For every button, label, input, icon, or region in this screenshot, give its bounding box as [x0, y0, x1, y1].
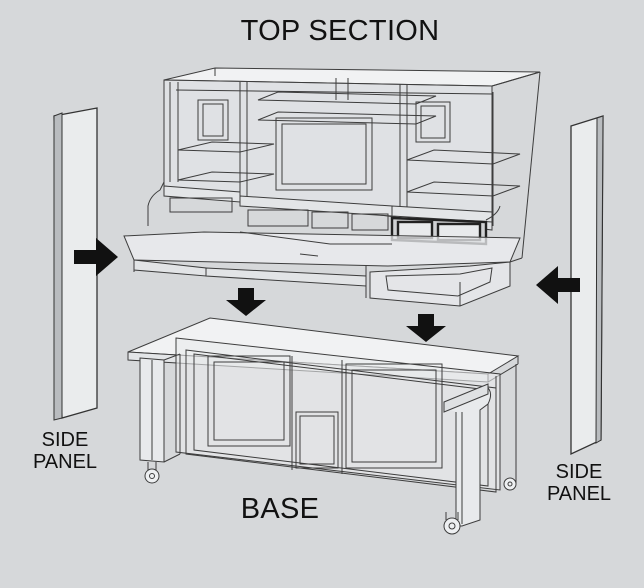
side-panel-right	[570, 115, 604, 456]
side-panel-right-label: SIDE PANEL	[536, 461, 622, 505]
side-panel-left-line-1: SIDE	[41, 429, 89, 451]
side-panel-right-line-2: PANEL	[546, 482, 612, 505]
arrow-left-icon	[536, 266, 580, 304]
side-panel-left-label: SIDE PANEL	[22, 429, 108, 473]
top-section-label: TOP SECTION	[240, 15, 440, 47]
side-panel-right-line-1: SIDE	[555, 461, 603, 483]
arrow-down-icon	[226, 288, 266, 316]
arrow-right-icon	[74, 238, 118, 276]
side-panel-left-line-2: PANEL	[32, 450, 98, 473]
base-unit	[127, 317, 520, 535]
arrow-down-icon	[406, 314, 446, 342]
top-section-unit	[123, 67, 541, 307]
base-label: BASE	[240, 493, 320, 525]
